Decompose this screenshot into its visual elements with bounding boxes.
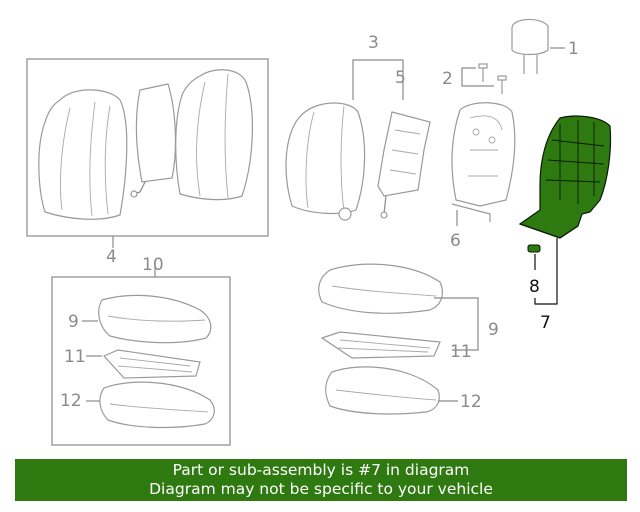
callout-8-label: 8 [529,277,540,297]
headrest-guide-part [478,63,507,94]
info-banner: Part or sub-assembly is #7 in diagram Di… [15,459,627,501]
seat-heater-left [102,349,201,379]
callout-7-bracket [534,238,558,305]
callout-12-right-label: 12 [460,392,482,412]
seatback-frame-part [451,102,516,222]
callout-3-bracket [352,59,404,100]
cushion-pad-center [325,366,440,415]
parts-diagram: 4 10 9 11 12 3 5 [26,18,612,446]
cushion-cover-left [98,294,212,344]
callout-4-label: 4 [106,247,117,267]
callout-12-left-label: 12 [60,391,82,411]
callout-1-label: 1 [568,39,579,59]
banner-line-2: Diagram may not be specific to your vehi… [149,480,493,498]
callout-7-label: 7 [540,313,551,333]
seatback-heater-mat [377,111,431,219]
bolt-part-8 [527,244,541,253]
callout-9-left-label: 9 [68,312,79,332]
seatback-cover-group-box [26,58,269,237]
seatback-pad-part [175,69,253,201]
banner-line-1: Part or sub-assembly is #7 in diagram [172,461,470,479]
callout-3-label: 3 [368,33,379,53]
cushion-cover-center [318,263,443,314]
callout-11-left-label: 11 [64,347,86,367]
seatback-cover-center [285,102,366,221]
headrest-part [511,18,549,74]
callout-5-label: 5 [395,68,406,88]
seatback-assembly-part-7 [518,115,612,239]
callout-10-label: 10 [142,255,164,275]
cushion-group-box [51,276,231,446]
seatback-cover-part [38,89,128,220]
cushion-pad-left [99,381,215,429]
callout-2-bracket [461,67,494,87]
callout-2-label: 2 [442,69,453,89]
callout-11-right-label: 11 [450,342,472,362]
callout-9-right-label: 9 [488,320,499,340]
callout-6-label: 6 [450,231,461,251]
callout-9-right-bracket [434,297,479,351]
seatback-pad-insert [130,83,177,198]
seat-heater-center [320,331,441,359]
